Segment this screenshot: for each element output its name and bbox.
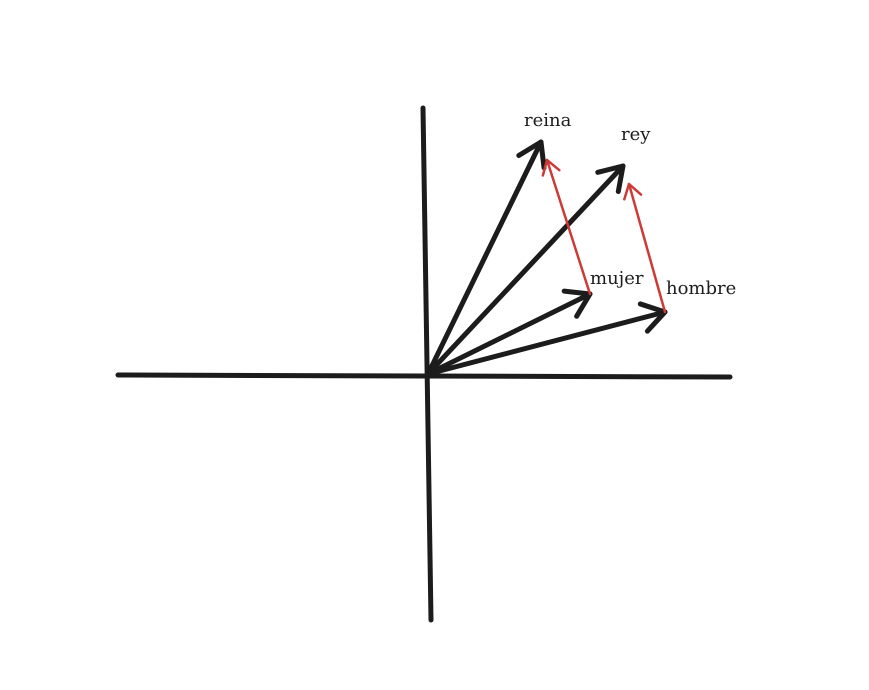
vectors [425, 139, 668, 377]
labels: reina rey mujer hombre [524, 110, 736, 299]
vector-mujer [425, 288, 593, 377]
vector-hombre-to-rey-head [623, 182, 643, 201]
label-rey: rey [621, 124, 651, 145]
vector-reina-shaft [425, 139, 544, 377]
vector-reina-head [516, 139, 547, 171]
x-axis [115, 372, 733, 380]
vector-mujer-to-reina [541, 158, 592, 296]
vector-rey [425, 163, 626, 377]
vector-mujer-shaft [425, 291, 593, 377]
label-reina: reina [524, 110, 572, 131]
label-mujer: mujer [590, 268, 644, 289]
axes [115, 105, 733, 623]
vector-hombre-to-rey [623, 182, 667, 314]
vector-mujer-to-reina-shaft [545, 158, 592, 296]
y-axis [420, 105, 434, 623]
vector-hombre-shaft [425, 309, 668, 377]
label-hombre: hombre [666, 278, 736, 299]
vector-rey-head [595, 163, 626, 195]
vector-reina [425, 139, 547, 377]
vector-mujer-to-reina-head [541, 158, 561, 177]
vector-hombre-to-rey-shaft [627, 182, 667, 314]
vector-rey-shaft [425, 163, 626, 377]
